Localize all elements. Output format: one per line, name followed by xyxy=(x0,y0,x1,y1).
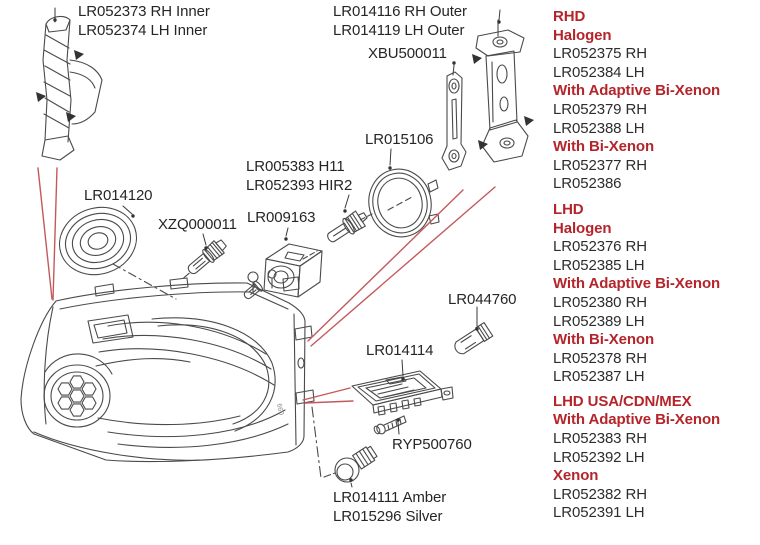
indicator-bulb-label-line1: LR014111 Amber xyxy=(333,489,447,506)
variant-legend: RHD Halogen LR052375 RH LR052384 LH With… xyxy=(553,8,720,523)
legend-part-number: LR052376 RH xyxy=(553,238,647,256)
legend-heading: LHD USA/CDN/MEX xyxy=(553,392,692,410)
halogen-bulb-drawing xyxy=(183,239,227,279)
legend-part-number: LR052378 RH xyxy=(553,349,647,367)
legend-heading: Halogen xyxy=(553,219,612,237)
outer-bracket-drawing xyxy=(472,19,534,163)
outer-bracket-label: LR014116 RH Outer LR014119 LH Outer xyxy=(333,3,467,40)
outer-bracket-label-line1: LR014116 RH Outer xyxy=(333,3,467,20)
bulb-cap-drawing xyxy=(58,206,177,300)
legend-part-number: LR052383 RH xyxy=(553,430,647,448)
inner-bracket-label-line1: LR052373 RH Inner xyxy=(78,3,210,20)
adjuster-strip-label: XBU500011 xyxy=(368,45,447,62)
legend-part-number: LR052379 RH xyxy=(553,100,647,118)
ballast-module-label: LR014114 xyxy=(366,342,434,359)
legend-part-number: LR052375 RH xyxy=(553,45,647,63)
legend-part-number: LR052380 RH xyxy=(553,293,647,311)
ballast-module-drawing xyxy=(351,370,454,416)
inner-bracket-label: LR052373 RH Inner LR052374 LH Inner xyxy=(78,3,210,40)
legend-part-number: LR052392 LH xyxy=(553,448,645,466)
bulb-holder-drawing xyxy=(243,243,323,300)
legend-heading: RHD xyxy=(553,8,586,25)
projector-bulb-label: LR005383 H11 LR052393 HIR2 xyxy=(246,158,352,195)
legend-heading: With Bi-Xenon xyxy=(553,331,655,349)
legend-heading: With Adaptive Bi-Xenon xyxy=(553,411,721,429)
outer-bracket-label-line2: LR014119 LH Outer xyxy=(333,21,465,39)
halogen-bulb-label: XZQ000011 xyxy=(158,216,237,233)
sidelight-bulb-label: LR044760 xyxy=(448,291,517,308)
legend-part-number: LR052384 LH xyxy=(553,63,645,81)
bulb-cap-label: LR014120 xyxy=(84,187,153,204)
projector-bulb-label-line1: LR005383 H11 xyxy=(246,158,345,175)
legend-part-number: LR052386 xyxy=(553,175,622,193)
lamp-marking-text: 660 xyxy=(275,403,284,416)
legend-heading: With Adaptive Bi-Xenon xyxy=(553,82,721,100)
projector-bulb-label-line2: LR052393 HIR2 xyxy=(246,176,353,194)
legend-part-number: LR052391 LH xyxy=(553,504,645,522)
legend-part-number: LR052389 LH xyxy=(553,312,645,330)
indicator-bulb-label: LR014111 Amber LR015296 Silver xyxy=(333,489,446,526)
adjuster-strip-drawing xyxy=(441,61,467,171)
projector-bulb-drawing xyxy=(302,210,368,260)
legend-part-number: LR052385 LH xyxy=(553,256,645,274)
headlamp-drawing: 660 xyxy=(20,269,315,463)
retaining-ring-drawing xyxy=(359,168,440,238)
screw-label: RYP500760 xyxy=(392,436,472,453)
legend-part-number: LR052382 RH xyxy=(553,485,647,503)
red-callout-lines xyxy=(37,167,496,404)
screw-drawing xyxy=(373,415,407,435)
legend-heading: Halogen xyxy=(553,26,612,44)
legend-heading: With Bi-Xenon xyxy=(553,138,655,156)
retaining-ring-label: LR015106 xyxy=(365,131,434,148)
indicator-bulb-label-line2: LR015296 Silver xyxy=(333,507,443,525)
legend-part-number: LR052387 LH xyxy=(553,368,645,386)
inner-bracket-label-line2: LR052374 LH Inner xyxy=(78,21,208,39)
leader-lines xyxy=(122,9,501,488)
legend-part-number: LR052377 RH xyxy=(553,156,647,174)
inner-bracket-drawing xyxy=(36,7,103,161)
legend-heading: LHD xyxy=(553,200,584,218)
bulb-holder-label: LR009163 xyxy=(247,209,316,226)
legend-part-number: LR052388 LH xyxy=(553,119,645,137)
legend-heading: With Adaptive Bi-Xenon xyxy=(553,275,721,293)
legend-heading: Xenon xyxy=(553,467,599,485)
sidelight-bulb-drawing xyxy=(454,322,494,355)
indicator-bulb-drawing xyxy=(311,406,378,483)
